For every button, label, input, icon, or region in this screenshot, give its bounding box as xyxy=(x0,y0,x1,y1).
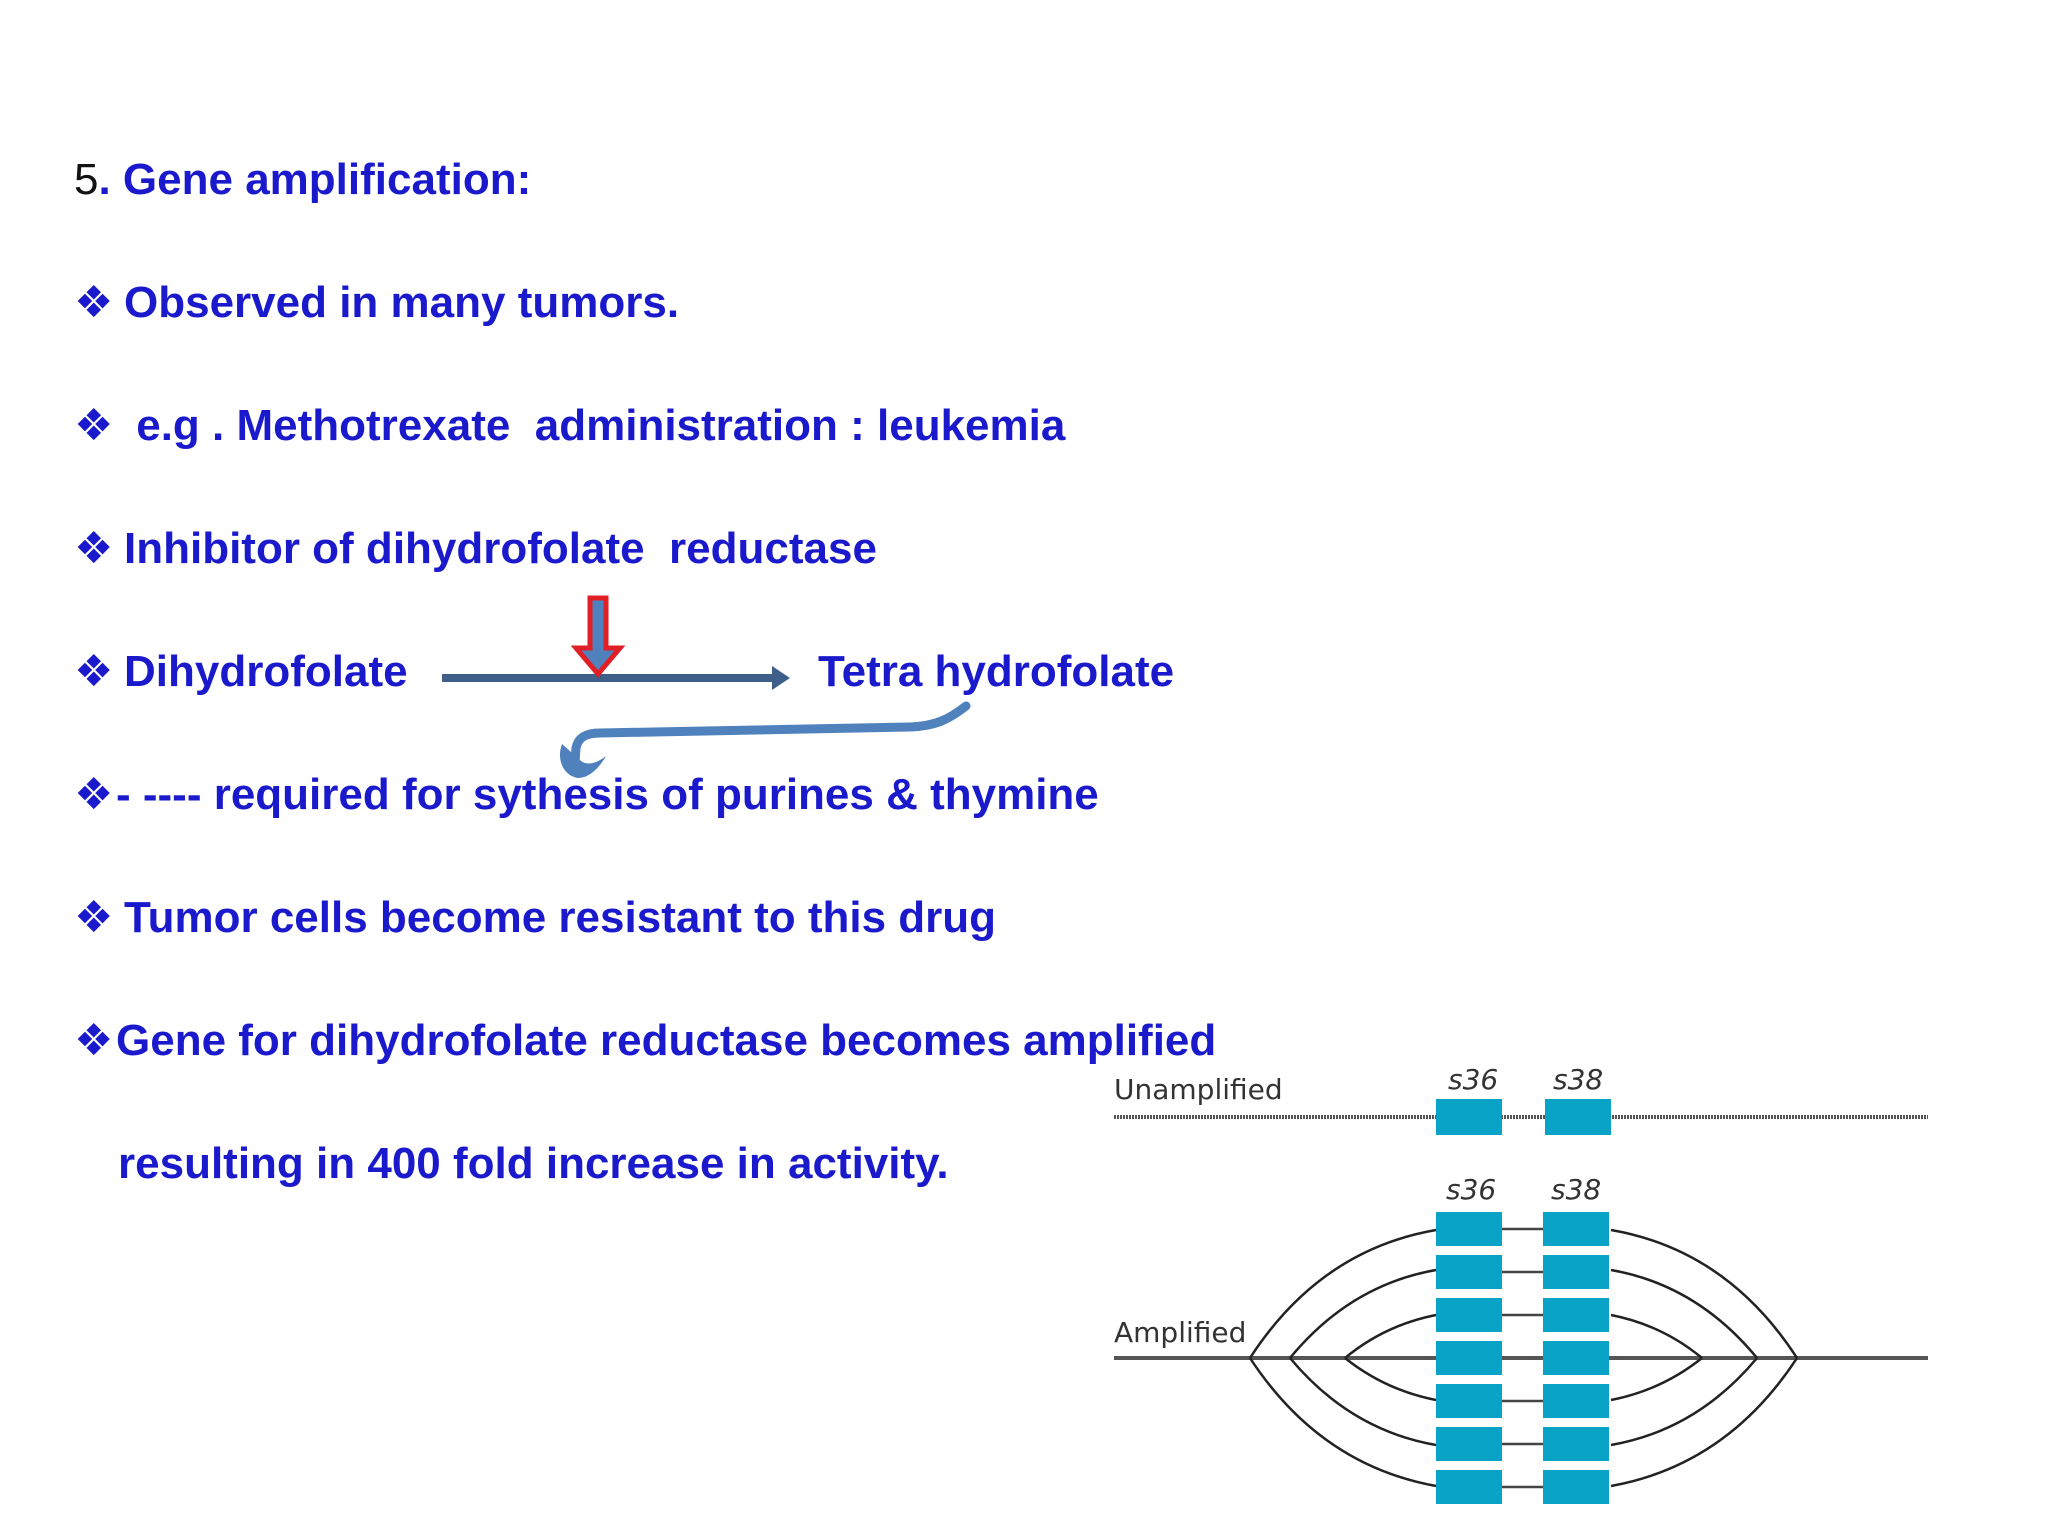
amplified-gene-box-s36 xyxy=(1436,1212,1502,1246)
diamond-bullet-icon: ❖ xyxy=(74,647,114,696)
bullet-observed: ❖Observed in many tumors. xyxy=(74,281,679,325)
bullet-example: ❖ e.g . Methotrexate administration : le… xyxy=(74,404,1065,448)
amplified-gene-box-s36 xyxy=(1436,1470,1502,1504)
amplified-gene-box-s36 xyxy=(1436,1384,1502,1418)
bullet-text: Tumor cells become resistant to this dru… xyxy=(124,893,997,942)
amplified-label: Amplified xyxy=(1114,1316,1247,1349)
amplified-gene-box-s38 xyxy=(1543,1341,1609,1375)
diamond-bullet-icon: ❖ xyxy=(74,893,114,942)
bullet-text: Observed in many tumors. xyxy=(124,278,680,327)
amplified-gene-box-s36 xyxy=(1436,1298,1502,1332)
diamond-bullet-icon: ❖ xyxy=(74,278,114,327)
gene-box-s38 xyxy=(1545,1099,1611,1135)
amplified-gene-box-s38 xyxy=(1543,1212,1609,1246)
substrate-label: Dihydrofolate xyxy=(124,647,408,696)
slide-title: 5. Gene amplification: xyxy=(74,158,531,202)
gene-label-s38-top: s38 xyxy=(1553,1063,1604,1096)
gene-label-s36-top: s36 xyxy=(1448,1063,1499,1096)
gene-box-s36 xyxy=(1436,1099,1502,1135)
feedback-arrow xyxy=(570,701,971,767)
amplified-gene-box-s36 xyxy=(1436,1341,1502,1375)
continuation-text: resulting in 400 fold increase in activi… xyxy=(118,1139,949,1188)
gene-label-s38-amplified: s38 xyxy=(1551,1173,1602,1206)
reaction-arrowhead-icon xyxy=(772,666,790,690)
bullet-required: ❖- ---- required for sythesis of purines… xyxy=(74,773,1099,817)
diamond-bullet-icon: ❖ xyxy=(74,524,114,573)
bullet-text: e.g . Methotrexate administration : leuk… xyxy=(124,401,1066,450)
bullet-text: Inhibitor of dihydrofolate reductase xyxy=(124,524,877,573)
amplified-gene-box-s38 xyxy=(1543,1255,1609,1289)
inhibition-arrow-icon xyxy=(570,595,626,678)
amplified-gene-box-s36 xyxy=(1436,1255,1502,1289)
bullet-inhibitor: ❖Inhibitor of dihydrofolate reductase xyxy=(74,527,877,571)
amplified-gene-box-s36 xyxy=(1436,1427,1502,1461)
diamond-bullet-icon: ❖ xyxy=(74,401,114,450)
amplified-gene-box-s38 xyxy=(1543,1427,1609,1461)
amplified-gene-box-s38 xyxy=(1543,1470,1609,1504)
gene-connectors xyxy=(1502,1227,1545,1489)
bullet-text: - ---- required for sythesis of purines … xyxy=(116,770,1099,819)
title-text: . Gene amplification: xyxy=(98,155,532,204)
amplified-gene-boxes xyxy=(1436,1212,1609,1504)
product-label: Tetra hydrofolate xyxy=(818,647,1175,696)
gene-label-s36-amplified: s36 xyxy=(1446,1173,1497,1206)
title-number: 5 xyxy=(74,155,99,204)
bullet-amplified: ❖Gene for dihydrofolate reductase become… xyxy=(74,1019,1216,1063)
amplicon-loops xyxy=(1248,1228,1799,1488)
bullet-reaction: ❖Dihydrofolate xyxy=(74,650,408,694)
diamond-bullet-icon: ❖ xyxy=(74,770,114,819)
bullet-resistant: ❖Tumor cells become resistant to this dr… xyxy=(74,896,996,940)
unamplified-label: Unamplified xyxy=(1114,1073,1283,1106)
amplified-gene-box-s38 xyxy=(1543,1298,1609,1332)
diamond-bullet-icon: ❖ xyxy=(74,1016,114,1065)
amplified-gene-box-s38 xyxy=(1543,1384,1609,1418)
bullet-text: Gene for dihydrofolate reductase becomes… xyxy=(116,1016,1217,1065)
